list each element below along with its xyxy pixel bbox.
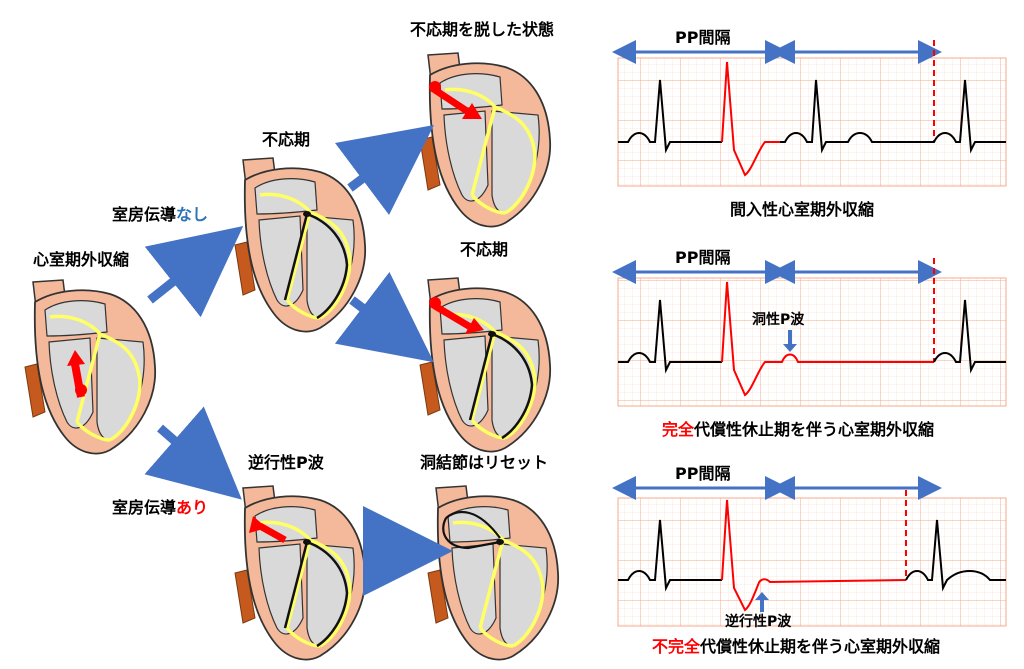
- flow-arrow-to-refractory: [144, 226, 244, 318]
- flow-arrow-to-refractory-mid: [334, 271, 434, 363]
- sinus-p-pointer-icon: [783, 344, 797, 352]
- heart-retrograde: [234, 485, 367, 661]
- label-va-present: 室房伝導あり: [112, 498, 208, 518]
- va-none-prefix: 室房伝導: [112, 205, 177, 224]
- ecg1-caption: 間入性心室期外収縮: [730, 200, 875, 219]
- va-present-prefix: 室房伝導: [112, 498, 177, 517]
- ecg-panel-2: [612, 258, 1007, 407]
- ecg1-interval-label: PP間隔: [675, 28, 731, 47]
- ecg-panel-1: [612, 40, 1007, 187]
- ecg3-interval-label: PP間隔: [675, 464, 731, 483]
- heart-sa-reset: [427, 485, 560, 661]
- ecg2-interval-label: PP間隔: [675, 248, 731, 267]
- label-sa-reset: 洞結節はリセット: [420, 453, 549, 472]
- heart-origin: [24, 279, 157, 455]
- flow-arrow-to-retrograde: [144, 406, 242, 500]
- ecg3-caption-red: 不完全: [652, 637, 701, 656]
- ecg3-annotation: 逆行性P波: [725, 614, 792, 630]
- ecg3-caption: 不完全代償性休止期を伴う心室期外収縮: [652, 637, 940, 657]
- heart-refractory-mid: [419, 277, 552, 453]
- ecg2-caption-rest: 代償性休止期を伴う心室期外収縮: [694, 420, 935, 439]
- retrograde-p-pointer-icon: [755, 592, 769, 600]
- ecg2-caption-red: 完全: [662, 420, 695, 439]
- heart-refractory-center: [234, 157, 367, 333]
- ecg2-annotation: 洞性P波: [752, 312, 805, 328]
- label-refractory-mid: 不応期: [460, 240, 509, 259]
- ecg-panel-3: [612, 476, 1007, 627]
- label-refractory-top: 不応期を脱した状態: [410, 20, 555, 39]
- label-retrograde-p: 逆行性P波: [248, 453, 324, 472]
- heart-recovered: [419, 52, 552, 228]
- flow-arrow-to-recovered: [335, 125, 434, 215]
- label-origin: 心室期外収縮: [33, 250, 130, 269]
- ecg3-caption-rest: 代償性休止期を伴う心室期外収縮: [700, 637, 941, 656]
- ectopic-focus-icon: [75, 384, 87, 396]
- sa-node-firing-icon: [429, 81, 441, 93]
- label-refractory-center: 不応期: [262, 130, 311, 149]
- label-va-none: 室房伝導なし: [112, 205, 208, 225]
- va-present-suffix: あり: [176, 498, 209, 517]
- ecg2-caption: 完全代償性休止期を伴う心室期外収縮: [662, 420, 934, 440]
- va-none-suffix: なし: [176, 205, 209, 224]
